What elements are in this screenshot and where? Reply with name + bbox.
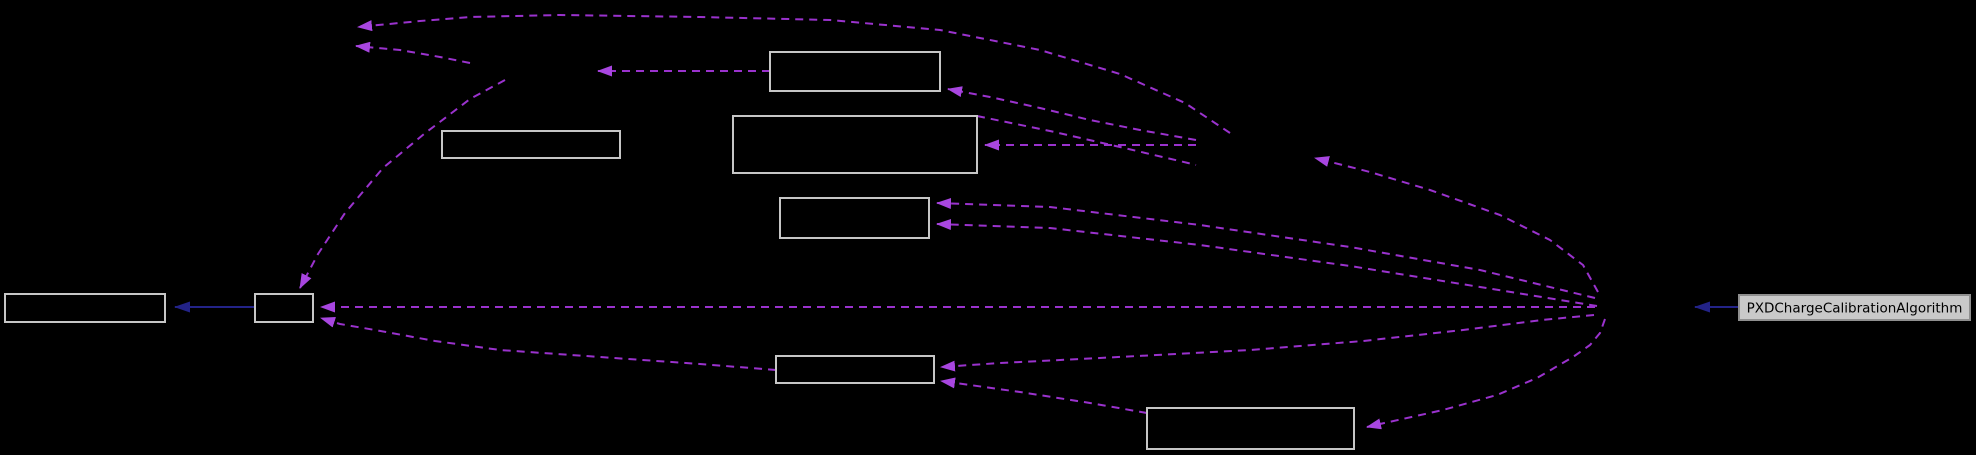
edge-into-small-top [299,79,506,289]
edge-right-upper [1314,156,1599,293]
node-box-bottom[interactable] [1146,407,1355,450]
node-pxd-charge-calibration-algorithm[interactable]: PXDChargeCalibrationAlgorithm [1738,294,1971,321]
node-box-mid-large[interactable] [732,115,978,174]
edge-upper-left [355,41,471,64]
node-box-box-left-wide[interactable] [4,293,166,323]
node-box-lower-mid[interactable] [775,355,935,384]
node-box-box-bottom[interactable] [1146,407,1355,450]
node-label-pxd-charge-calibration-algorithm: PXDChargeCalibrationAlgorithm [1747,300,1963,316]
edge-into-lower-1 [940,314,1595,372]
node-box-box-left-small[interactable] [254,293,314,323]
node-layer: PXDChargeCalibrationAlgorithm [4,51,1971,450]
node-box-left-wide[interactable] [4,293,166,323]
node-box-mid-left[interactable] [441,130,621,159]
edge-corner-frag [976,115,1197,166]
edge-layer [174,14,1739,430]
node-box-box-lower-mid[interactable] [775,355,935,384]
edge-top-sweep [357,14,1231,134]
edge-into-mid-small-1 [936,197,1596,299]
node-box-mid-small[interactable] [779,197,930,239]
node-box-box-mid-large[interactable] [732,115,978,174]
node-box-box-top[interactable] [769,51,941,92]
edge-into-mid-small-2 [936,218,1598,307]
node-box-left-small[interactable] [254,293,314,323]
edge-lower-to-small [320,316,777,371]
node-box-pxd-charge-calibration-algorithm[interactable] [1738,294,1971,321]
node-box-box-mid-small[interactable] [779,197,930,239]
node-box-top[interactable] [769,51,941,92]
node-box-box-mid-left[interactable] [441,130,621,159]
edge-into-bottom [1366,318,1606,430]
edge-into-lower-2 [940,377,1148,414]
edge-into-box-top [947,86,1197,141]
